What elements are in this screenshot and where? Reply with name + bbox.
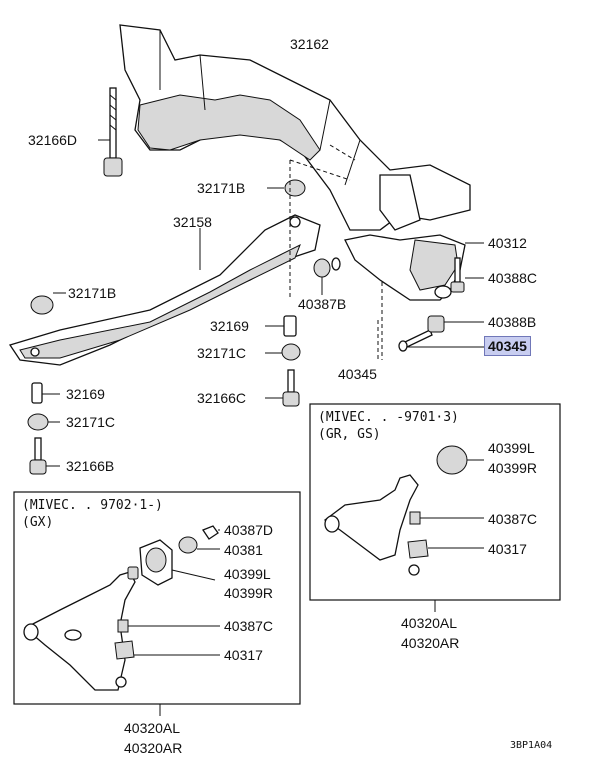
label-l-40387C: 40387C: [224, 618, 274, 634]
bushing-32171C-mid: [265, 343, 301, 361]
diagram-code: 3BP1A04: [510, 740, 553, 751]
label-r-40320AR: 40320AR: [401, 635, 460, 651]
label-l-40387D: 40387D: [224, 522, 274, 538]
label-32166C: 32166C: [197, 390, 247, 406]
label-32166D: 32166D: [28, 132, 78, 148]
label-l-40381: 40381: [224, 542, 263, 558]
bushing-32171C-left: [27, 413, 60, 431]
note-left-line1: (MIVEC. . 9702·1-): [22, 498, 163, 513]
label-l-40317: 40317: [224, 647, 263, 663]
label-r-40320AL: 40320AL: [401, 615, 458, 631]
note-left-line2: (GX): [22, 515, 54, 530]
bolt-40388C: [450, 257, 484, 293]
label-32171C-mid: 32171C: [197, 345, 247, 361]
left-assembly: [23, 525, 220, 716]
lower-arm-40312: [344, 234, 484, 301]
note-right-line1: (MIVEC. . -9701·3): [318, 410, 459, 425]
washer-40345: [398, 340, 484, 352]
label-32162: 32162: [290, 36, 329, 52]
bolt-32166C: [265, 369, 300, 407]
label-40388C: 40388C: [488, 270, 538, 286]
label-l-40399R: 40399R: [224, 585, 274, 601]
label-32171C-left: 32171C: [66, 414, 116, 430]
label-40345-highlighted[interactable]: 40345: [484, 336, 531, 356]
label-l-40320AR: 40320AR: [124, 740, 183, 756]
label-40312: 40312: [488, 235, 527, 251]
stay-32158: [8, 214, 321, 366]
label-r-40399R: 40399R: [488, 460, 538, 476]
label-32169-mid: 32169: [210, 318, 249, 334]
nut-40387B: [313, 257, 341, 295]
label-32158: 32158: [173, 214, 212, 230]
bushing-32171B-left: [30, 292, 66, 315]
label-32171B-top: 32171B: [197, 180, 246, 196]
label-r-40399L: 40399L: [488, 440, 535, 456]
bolt-32166B: [29, 437, 60, 475]
label-l-40399L: 40399L: [224, 566, 271, 582]
label-r-40387C: 40387C: [488, 511, 538, 527]
label-32166B: 32166B: [66, 458, 115, 474]
label-32169-left: 32169: [66, 386, 105, 402]
label-l-40320AL: 40320AL: [124, 720, 181, 736]
collar-32169-mid: [265, 315, 297, 337]
note-right-line2: (GR, GS): [318, 427, 381, 442]
crossmember-32162: [119, 24, 471, 231]
box-left: [13, 491, 301, 705]
bolt-32166D: [98, 87, 123, 177]
bolt-40388B: [404, 315, 484, 348]
label-40387B: 40387B: [298, 296, 347, 312]
collar-32169-left: [31, 382, 60, 404]
right-assembly: [323, 445, 484, 612]
label-40345-lower: 40345: [338, 366, 377, 382]
label-r-40317: 40317: [488, 541, 527, 557]
label-32171B-left: 32171B: [68, 285, 117, 301]
bushing-32171B-top: [267, 179, 306, 197]
label-40388B: 40388B: [488, 314, 537, 330]
